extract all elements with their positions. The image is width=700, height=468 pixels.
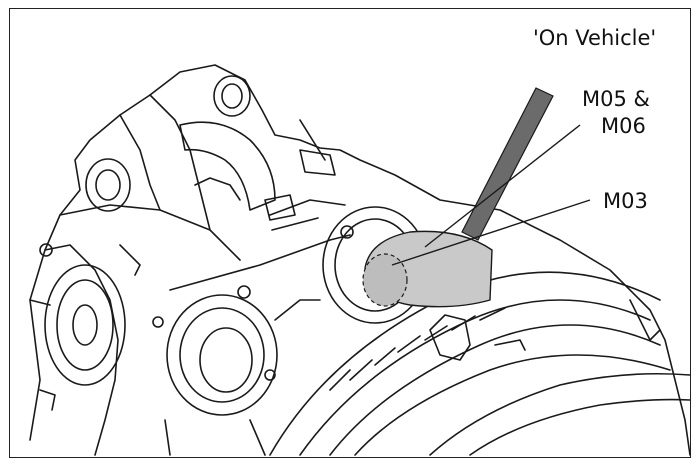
upper-mount	[119, 114, 161, 211]
tool-shaft	[461, 87, 554, 241]
left-piston-bore	[44, 264, 126, 386]
elbow-fitting	[179, 121, 276, 211]
view-label: 'On Vehicle'	[533, 26, 657, 50]
leader-line-m03	[391, 199, 591, 266]
caliper-housing-outline	[29, 64, 691, 456]
callout-m06-label: M06	[601, 114, 646, 138]
center-piston-bore	[166, 294, 278, 416]
figure-frame	[9, 8, 691, 458]
adjuster-end	[362, 253, 408, 307]
mount-hole	[213, 75, 251, 117]
callout-m05-label: M05 &	[582, 87, 650, 111]
leader-line-m05-m06	[424, 124, 581, 248]
pad-retainer	[429, 314, 471, 361]
callout-m03-label: M03	[603, 189, 648, 213]
